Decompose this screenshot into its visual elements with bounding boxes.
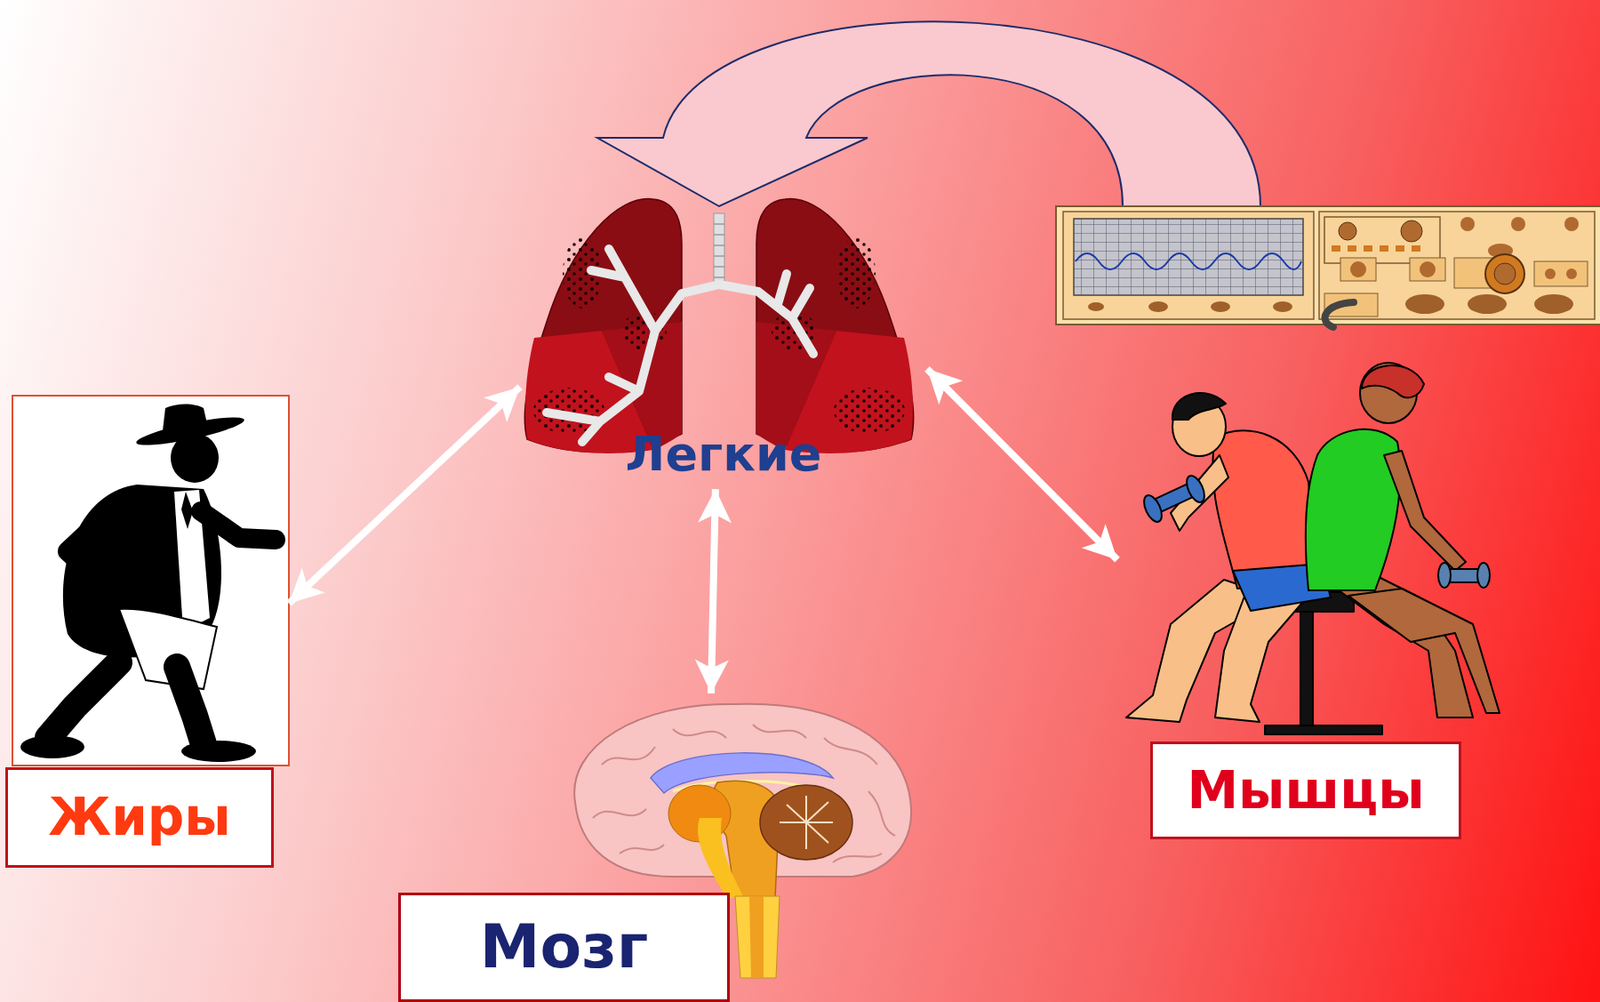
- oscilloscope-part: [1340, 257, 1376, 281]
- lungs-picture-part: [713, 224, 725, 278]
- oscilloscope-part: [1075, 253, 1302, 270]
- lungs-picture-part: [756, 199, 914, 454]
- caption-box: Мышцы: [1150, 741, 1462, 840]
- lungs-picture-part: [713, 213, 725, 288]
- caption-box: Мозг: [398, 892, 730, 1002]
- double-arrow: [288, 386, 520, 603]
- athletes-picture-part: [1438, 562, 1451, 588]
- oscilloscope-part: [1564, 216, 1579, 232]
- walking-man-picture-part: [20, 735, 85, 759]
- caption-text: Мышцы: [1186, 760, 1424, 821]
- walking-man-picture-part: [170, 432, 219, 483]
- oscilloscope-part: [1379, 245, 1389, 252]
- walking-man-picture-part: [12, 395, 289, 766]
- brain-picture-part: [749, 896, 764, 978]
- walking-man-picture-part: [181, 740, 256, 762]
- oscilloscope-part: [1363, 245, 1373, 252]
- oscilloscope-part: [1405, 294, 1445, 314]
- walking-man-picture-part: [161, 404, 208, 440]
- oscilloscope-part: [1534, 261, 1588, 287]
- oscilloscope-part: [1485, 254, 1525, 294]
- oscilloscope-part: [1400, 220, 1423, 242]
- oscilloscope-part: [1063, 211, 1314, 320]
- athletes-picture-part: [1305, 429, 1400, 591]
- brain-picture-part: [760, 784, 853, 860]
- lungs-node: Легкие: [520, 188, 928, 489]
- oscilloscope-part: [1419, 261, 1436, 278]
- oscilloscope-part: [1511, 216, 1526, 232]
- athletes-picture-part: [1172, 392, 1226, 420]
- oscilloscope-part: [1325, 302, 1354, 328]
- athletes-picture-part: [1183, 472, 1208, 505]
- oscilloscope-part: [1210, 301, 1231, 312]
- walking-man-picture: [12, 395, 289, 766]
- athletes-picture-part: [1140, 492, 1166, 525]
- label-holder: Легкие: [520, 426, 928, 482]
- walking-man-picture-part: [67, 511, 111, 578]
- oscilloscope-part: [1395, 245, 1405, 252]
- oscilloscope-part: [1319, 211, 1595, 320]
- oscilloscope-part: [1324, 216, 1440, 264]
- athletes-picture-part: [1300, 611, 1313, 728]
- brain-picture-part: [697, 817, 744, 898]
- oscilloscope-part: [1088, 302, 1104, 312]
- oscilloscope-part: [1409, 257, 1446, 281]
- feedback-arrow: [597, 21, 1261, 207]
- oscilloscope-part: [1350, 261, 1367, 278]
- athletes-picture: [1126, 362, 1500, 735]
- organ-node: Жиры: [5, 395, 289, 868]
- athletes-picture-part: [1348, 588, 1500, 713]
- oscilloscope-part: [1534, 294, 1574, 314]
- lungs-picture: [524, 199, 914, 454]
- oscilloscope-part: [1460, 216, 1475, 232]
- oscilloscope-part: [1347, 245, 1357, 252]
- athletes-picture-part: [1384, 450, 1466, 571]
- oscilloscope: [1056, 206, 1600, 328]
- walking-man-picture-part: [200, 511, 276, 540]
- oscilloscope-part: [1467, 294, 1507, 314]
- oscilloscope-part: [1272, 301, 1293, 312]
- organ-node: Мышцы: [1117, 357, 1501, 840]
- athletes-picture-part: [1264, 725, 1383, 735]
- athletes-picture-part: [1477, 562, 1490, 588]
- organ-node: Мозг: [398, 693, 913, 1002]
- oscilloscope-part: [1331, 245, 1341, 252]
- lungs-picture-part: [719, 273, 814, 354]
- double-arrow: [711, 488, 716, 694]
- oscilloscope-part: [1494, 263, 1516, 285]
- brain-picture-part: [735, 896, 780, 978]
- oscilloscope-part: [1566, 268, 1577, 280]
- caption-box: Жиры: [5, 767, 274, 868]
- double-arrow: [927, 368, 1118, 560]
- oscilloscope-part: [1338, 222, 1357, 240]
- oscilloscope-part: [1544, 268, 1556, 280]
- caption-text: Мозг: [480, 912, 648, 982]
- oscilloscope-part: [1073, 218, 1304, 296]
- caption-text: Жиры: [48, 787, 232, 848]
- walking-man-picture-part: [176, 666, 204, 744]
- organ-label: Легкие: [520, 426, 928, 482]
- brain-picture-part: [779, 795, 833, 849]
- walking-man-picture-part: [48, 662, 120, 738]
- oscilloscope-part: [1148, 301, 1168, 312]
- oscilloscope-part: [1411, 245, 1421, 252]
- lungs-picture-part: [546, 248, 720, 442]
- athletes-picture-part: [1361, 365, 1424, 398]
